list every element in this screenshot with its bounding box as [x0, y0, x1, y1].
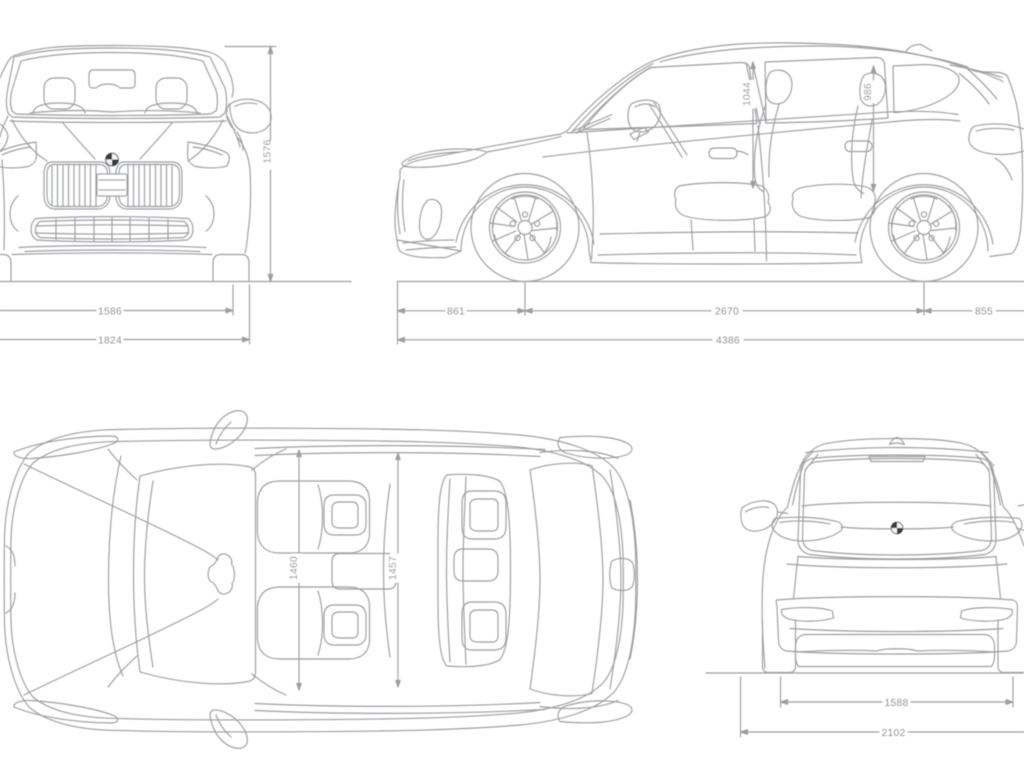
svg-text:855: 855 [975, 307, 993, 318]
svg-text:1460: 1460 [289, 556, 300, 580]
svg-text:1457: 1457 [388, 556, 399, 580]
svg-text:861: 861 [447, 307, 465, 318]
svg-text:986: 986 [863, 83, 874, 101]
svg-text:1824: 1824 [98, 335, 122, 346]
svg-text:1576: 1576 [263, 140, 274, 164]
svg-text:4386: 4386 [716, 336, 740, 347]
svg-text:1588: 1588 [885, 698, 909, 709]
svg-text:2102: 2102 [882, 728, 906, 739]
svg-text:2670: 2670 [715, 307, 739, 318]
svg-text:1586: 1586 [98, 306, 122, 317]
svg-text:1044: 1044 [742, 82, 753, 106]
